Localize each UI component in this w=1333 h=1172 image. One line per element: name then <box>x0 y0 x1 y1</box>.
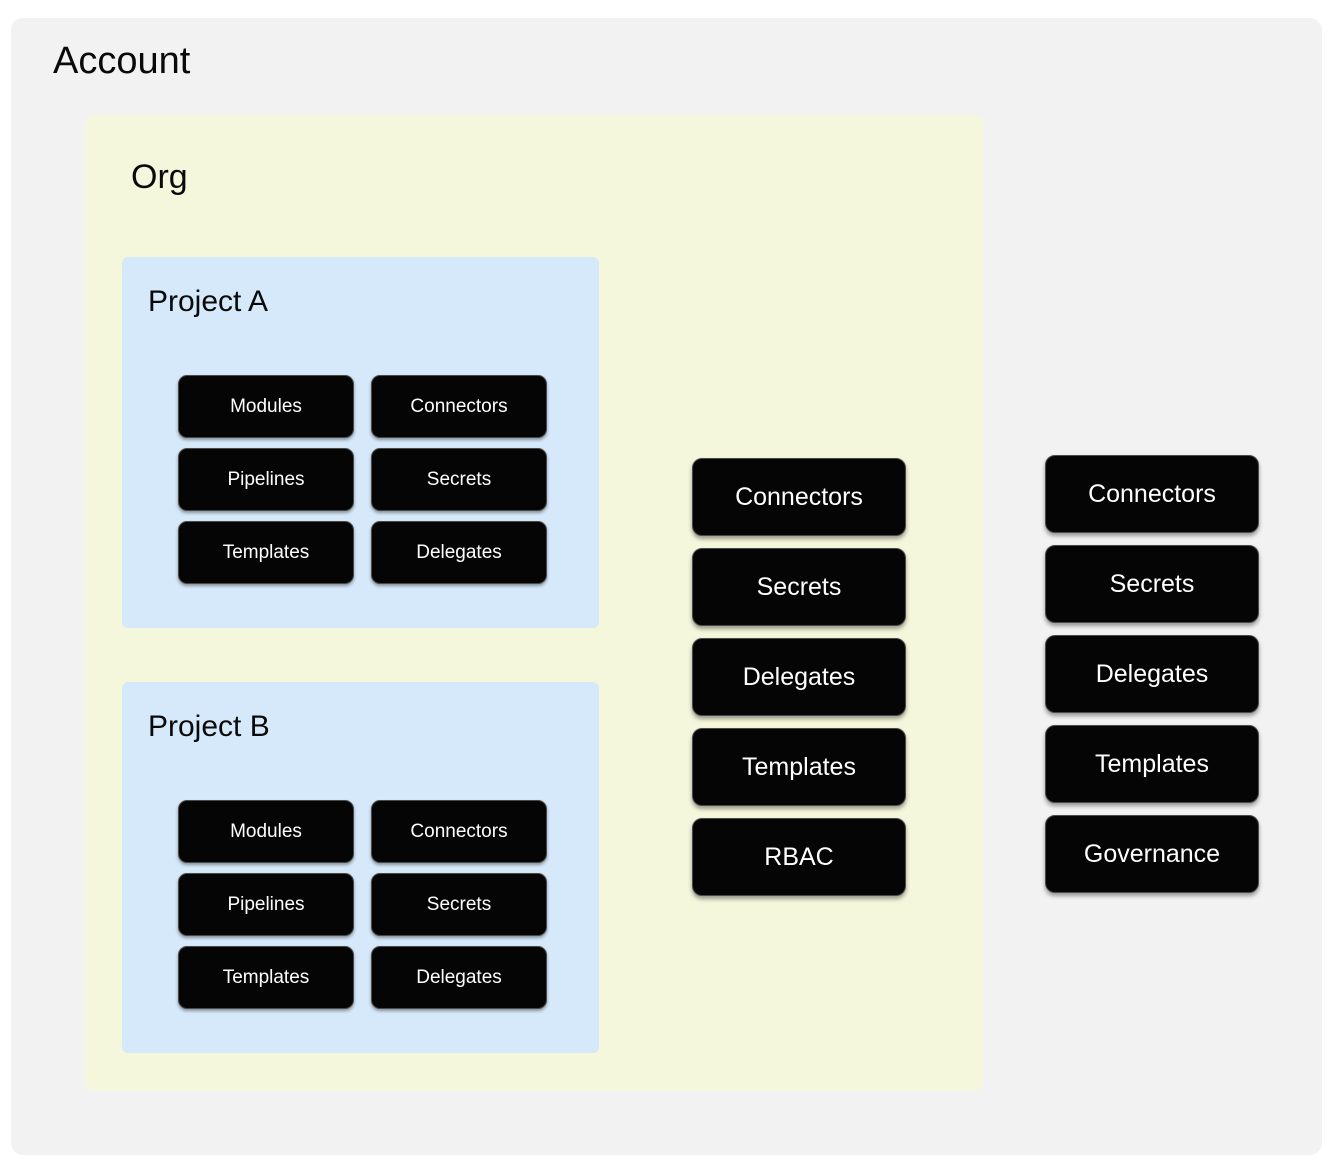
project-a-chip-templates[interactable]: Templates <box>178 521 354 584</box>
project-b-container: Project B Modules Connectors Pipelines S… <box>122 682 599 1053</box>
org-chip-rbac[interactable]: RBAC <box>692 818 906 896</box>
project-b-title: Project B <box>148 710 270 743</box>
account-chip-connectors[interactable]: Connectors <box>1045 455 1259 533</box>
account-level-resource-stack: Connectors Secrets Delegates Templates G… <box>1045 455 1259 893</box>
account-chip-delegates[interactable]: Delegates <box>1045 635 1259 713</box>
project-b-resource-grid: Modules Connectors Pipelines Secrets Tem… <box>178 800 547 1009</box>
project-b-chip-delegates[interactable]: Delegates <box>371 946 547 1009</box>
project-a-container: Project A Modules Connectors Pipelines S… <box>122 257 599 628</box>
project-b-chip-templates[interactable]: Templates <box>178 946 354 1009</box>
project-a-chip-pipelines[interactable]: Pipelines <box>178 448 354 511</box>
account-chip-templates[interactable]: Templates <box>1045 725 1259 803</box>
project-b-chip-secrets[interactable]: Secrets <box>371 873 547 936</box>
project-a-resource-grid: Modules Connectors Pipelines Secrets Tem… <box>178 375 547 584</box>
account-chip-secrets[interactable]: Secrets <box>1045 545 1259 623</box>
project-b-chip-pipelines[interactable]: Pipelines <box>178 873 354 936</box>
org-chip-connectors[interactable]: Connectors <box>692 458 906 536</box>
org-chip-templates[interactable]: Templates <box>692 728 906 806</box>
project-a-chip-delegates[interactable]: Delegates <box>371 521 547 584</box>
project-a-chip-connectors[interactable]: Connectors <box>371 375 547 438</box>
project-b-chip-modules[interactable]: Modules <box>178 800 354 863</box>
project-a-chip-secrets[interactable]: Secrets <box>371 448 547 511</box>
account-scope-container: Account Org Project A Modules Connectors… <box>11 18 1322 1155</box>
project-a-title: Project A <box>148 285 269 318</box>
project-a-chip-modules[interactable]: Modules <box>178 375 354 438</box>
account-chip-governance[interactable]: Governance <box>1045 815 1259 893</box>
org-chip-secrets[interactable]: Secrets <box>692 548 906 626</box>
account-title: Account <box>53 40 191 82</box>
org-level-resource-stack: Connectors Secrets Delegates Templates R… <box>692 458 906 896</box>
org-chip-delegates[interactable]: Delegates <box>692 638 906 716</box>
org-title: Org <box>131 158 188 196</box>
project-b-chip-connectors[interactable]: Connectors <box>371 800 547 863</box>
